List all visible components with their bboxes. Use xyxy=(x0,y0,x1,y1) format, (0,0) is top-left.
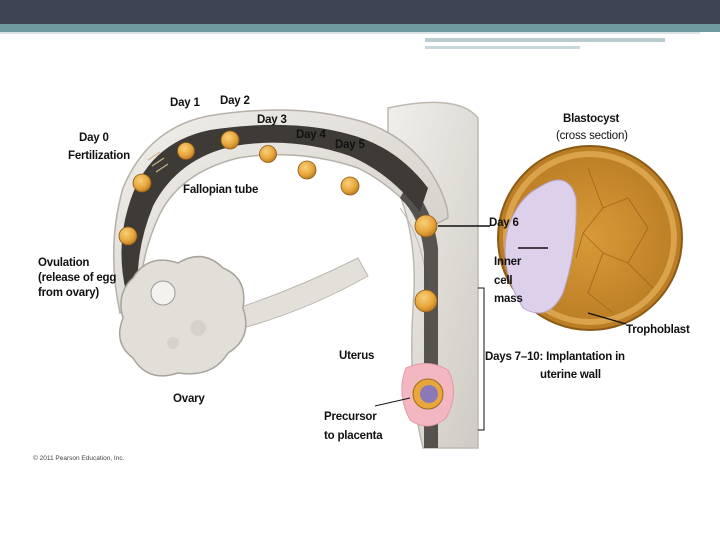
label-precursor-1: Precursor xyxy=(324,411,377,423)
embryo-day5 xyxy=(340,176,360,196)
copyright-notice: © 2011 Pearson Education, Inc. xyxy=(33,455,125,462)
label-uterus: Uterus xyxy=(339,350,375,362)
embryo-day3 xyxy=(259,145,277,163)
embryo-day1 xyxy=(177,142,195,160)
label-inner-1: Inner xyxy=(494,256,522,268)
diagram-illustration xyxy=(112,101,683,449)
decorative-line xyxy=(0,32,700,34)
label-day3: Day 3 xyxy=(257,114,287,126)
accent-bar xyxy=(0,24,720,32)
embryo-day6 xyxy=(414,214,438,238)
blastocyst-cross-section xyxy=(497,145,683,331)
label-ovulation-3: from ovary) xyxy=(38,287,100,299)
egg-ovulation xyxy=(118,226,138,246)
label-fallopian-tube: Fallopian tube xyxy=(183,184,259,196)
label-day2: Day 2 xyxy=(220,95,250,107)
label-day1: Day 1 xyxy=(170,97,200,109)
decorative-line xyxy=(425,38,665,42)
label-trophoblast: Trophoblast xyxy=(626,324,690,336)
label-day6: Day 6 xyxy=(489,217,519,229)
label-day4: Day 4 xyxy=(296,129,326,141)
label-uterine-wall: uterine wall xyxy=(540,369,601,381)
embryo-development-diagram: Day 0 Fertilization Day 1 Day 2 Day 3 Da… xyxy=(28,88,692,468)
label-ovary: Ovary xyxy=(173,393,205,405)
decorative-line xyxy=(425,46,580,49)
label-day0: Day 0 xyxy=(79,132,109,144)
embryo-day2 xyxy=(220,130,240,150)
embryo-stages xyxy=(118,130,438,313)
label-inner-2: cell xyxy=(494,275,513,287)
label-ovulation-1: Ovulation xyxy=(38,257,90,269)
label-precursor-2: to placenta xyxy=(324,430,383,442)
label-days7-10: Days 7–10: Implantation in xyxy=(485,351,625,364)
embryo-day4 xyxy=(297,160,317,180)
label-day5: Day 5 xyxy=(335,139,365,151)
label-inner-3: mass xyxy=(494,293,523,305)
label-ovulation-2: (release of egg xyxy=(38,272,117,284)
inner-cell-mass-shape xyxy=(504,179,577,314)
label-fertilization: Fertilization xyxy=(68,150,130,162)
embryo-day0 xyxy=(132,173,152,193)
ovary-shape xyxy=(118,255,247,377)
title-bar xyxy=(0,0,720,24)
label-blastocyst: Blastocyst xyxy=(563,113,620,125)
label-days7-10-bold: Days 7–10: xyxy=(485,351,544,363)
label-cross-section: (cross section) xyxy=(556,130,628,142)
label-days7-10-rest: Implantation in xyxy=(546,351,625,363)
embryo-day7 xyxy=(414,289,438,313)
